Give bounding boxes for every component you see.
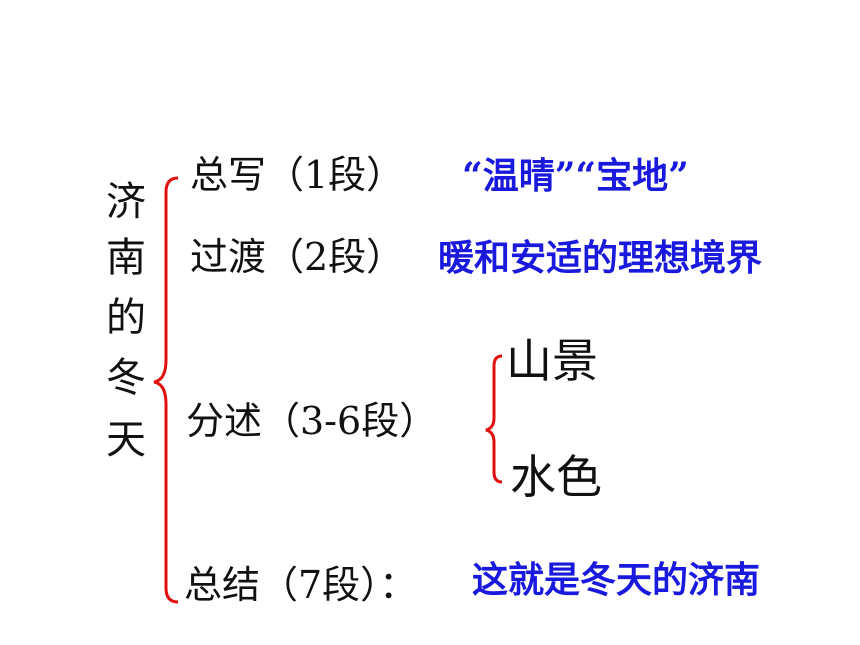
section-label-2: 过渡（2段） (190, 235, 405, 279)
sub-item-mountain: 山景 (506, 334, 598, 388)
section-label-4: 总结（7段）： (184, 563, 418, 607)
sub-bracket (485, 354, 503, 484)
title-char: 济 (106, 179, 146, 225)
main-bracket (153, 176, 179, 604)
section-note-4: 这就是冬天的济南 (472, 559, 761, 601)
section-label-3: 分述（3-6段） (186, 399, 438, 443)
section-note-1: “温晴”“宝地” (462, 155, 689, 197)
title-char: 的 (106, 295, 146, 341)
title-char: 冬 (106, 355, 146, 401)
title-char: 南 (106, 235, 146, 281)
title-char: 天 (106, 417, 146, 463)
section-label-1: 总写（1段） (190, 153, 405, 197)
section-note-2: 暖和安适的理想境界 (438, 237, 763, 279)
sub-item-water: 水色 (510, 450, 602, 504)
